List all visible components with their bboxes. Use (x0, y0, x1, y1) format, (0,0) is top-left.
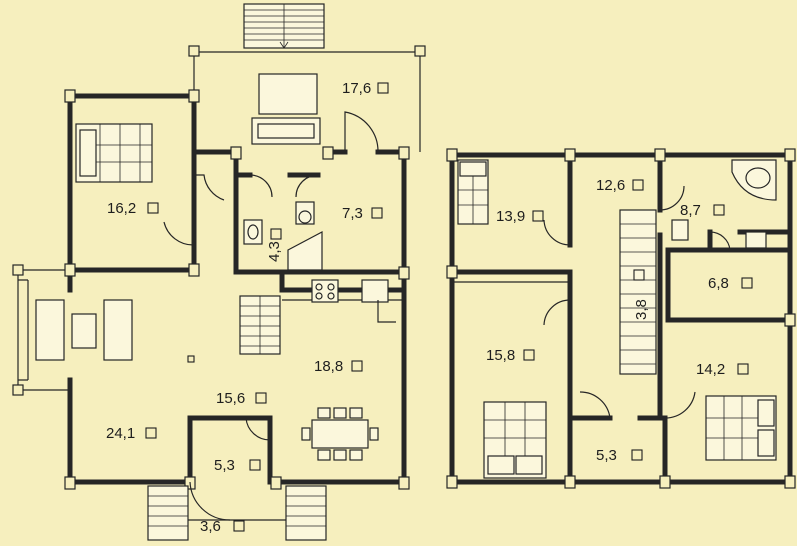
upper-bed-right (705, 395, 777, 461)
upper-bed-mid (483, 401, 547, 479)
upper-toilet (671, 219, 689, 241)
area-unit-icon (270, 228, 282, 240)
area-label-living-room: 24,1 (106, 425, 135, 442)
area-unit-icon (631, 449, 643, 461)
area-unit-icon (147, 202, 159, 214)
area-label-kitchen: 18,8 (314, 358, 343, 375)
area-unit-icon (233, 520, 245, 532)
area-unit-icon (371, 207, 383, 219)
area-unit-icon (255, 392, 267, 404)
upper-sink (745, 231, 767, 249)
bottom-entrance-steps (147, 485, 327, 541)
area-label-stair-hall-upper: 3,8 (633, 299, 650, 320)
sofa-right (103, 299, 133, 361)
ground-interior-wall (191, 149, 407, 293)
ground-doors (163, 111, 379, 521)
upper-staircase (619, 209, 657, 375)
sink (243, 219, 263, 245)
shower (287, 231, 323, 271)
sofa-left (35, 299, 65, 361)
area-label-porch: 3,6 (200, 518, 221, 535)
top-entrance-steps (243, 3, 325, 49)
area-unit-icon (351, 360, 363, 372)
area-unit-icon (633, 269, 645, 281)
area-label-storage-upper: 6,8 (708, 275, 729, 292)
area-label-closet-upper: 5,3 (596, 447, 617, 464)
upper-outer-wall (449, 152, 793, 485)
area-unit-icon (145, 427, 157, 439)
area-unit-icon (377, 82, 389, 94)
ground-staircase (239, 295, 281, 355)
upper-doors (543, 185, 731, 419)
terrace-post (414, 45, 426, 57)
ground-bedroom-bed (75, 123, 153, 183)
upper-bed-single (457, 159, 489, 225)
area-label-bedroom-upper-mid: 15,8 (486, 347, 515, 364)
toilet (295, 201, 315, 225)
terrace-table (258, 73, 318, 115)
area-unit-icon (532, 210, 544, 222)
upper-wall-posts (446, 148, 796, 489)
area-label-bedroom-upper-right: 14,2 (696, 361, 725, 378)
area-label-hall-upper: 12,6 (596, 177, 625, 194)
area-unit-icon (632, 179, 644, 191)
marker-dot (187, 355, 195, 363)
area-label-terrace: 17,6 (342, 80, 371, 97)
area-unit-icon (737, 363, 749, 375)
bay-window (17, 269, 70, 391)
area-label-bath-ground: 4,3 (266, 241, 283, 262)
terrace-post (188, 45, 200, 57)
area-label-vestibule: 5,3 (214, 457, 235, 474)
kitchen-sink (361, 279, 389, 303)
ground-floor (12, 3, 426, 541)
area-labels: 17,6 16,2 4,3 7,3 18,8 15,6 24,1 5,3 3,6… (106, 80, 753, 535)
upper-floor (446, 148, 796, 489)
upper-interior-wall (449, 152, 793, 485)
dining-table (301, 407, 379, 461)
area-label-bedroom-ground: 16,2 (107, 200, 136, 217)
coffee-table (71, 313, 97, 349)
area-label-corridor-ground: 15,6 (216, 390, 245, 407)
area-label-hall-ground: 7,3 (342, 205, 363, 222)
area-unit-icon (523, 349, 535, 361)
stove (311, 279, 339, 303)
area-unit-icon (713, 204, 725, 216)
area-label-bath-upper: 8,7 (680, 202, 701, 219)
area-unit-icon (249, 459, 261, 471)
terrace-sofa (251, 117, 321, 145)
area-label-bedroom-upper-left: 13,9 (496, 208, 525, 225)
area-unit-icon (741, 277, 753, 289)
